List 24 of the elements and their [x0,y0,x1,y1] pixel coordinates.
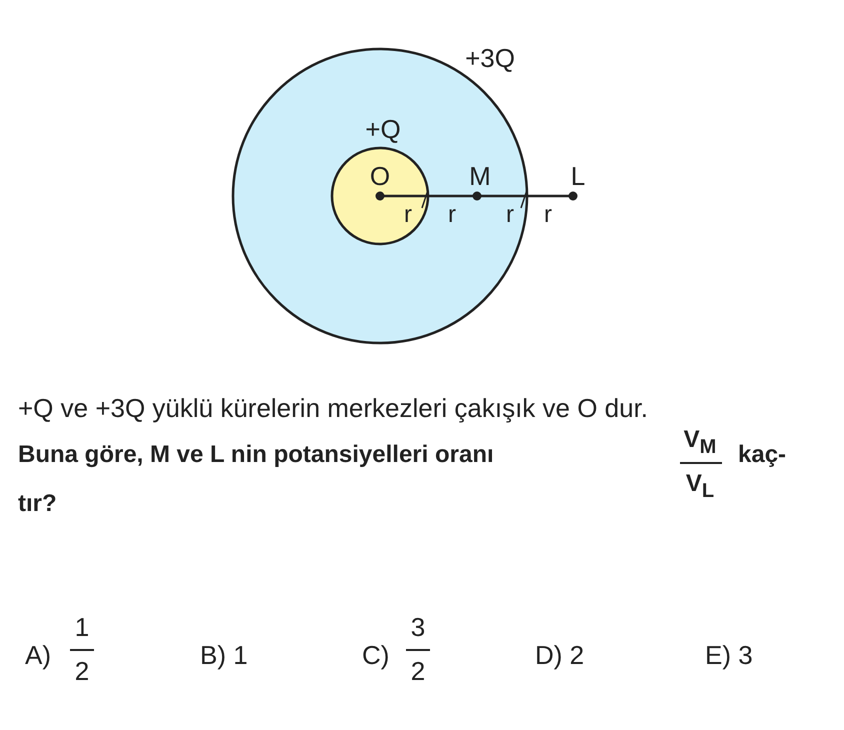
answer-option: C) [362,642,390,668]
point-label: M [469,163,491,189]
fraction-denominator: 2 [74,658,90,684]
radius-label: r [404,203,412,227]
fraction-numerator: 1 [74,614,90,640]
point-label: L [570,163,586,189]
question-text: tır? [18,492,57,516]
radius-label: r [506,203,514,227]
statement-text: +Q ve +3Q yüklü kürelerin merkezleri çakışık ve O dur. [18,395,648,421]
point-label: O [370,163,390,189]
fraction-denominator: 2 [410,658,426,684]
question-text: kaç- [738,443,786,467]
radius-label: r [448,203,456,227]
answer-option: B) 1 [200,642,248,668]
charge-label: +Q [365,116,401,142]
radius-label: r [544,203,552,227]
answer-option: D) 2 [535,642,584,668]
question-text: Buna göre, M ve L nin potansiyelleri oranı [18,443,494,467]
fraction-numerator: V$_{M}$ [684,428,716,457]
fraction-denominator: V$_{L}$ [686,472,714,501]
answer-option: A) [25,642,51,668]
fraction-numerator: 3 [410,614,426,640]
charge-label: +3Q [465,45,515,71]
answer-option: E) 3 [705,642,753,668]
